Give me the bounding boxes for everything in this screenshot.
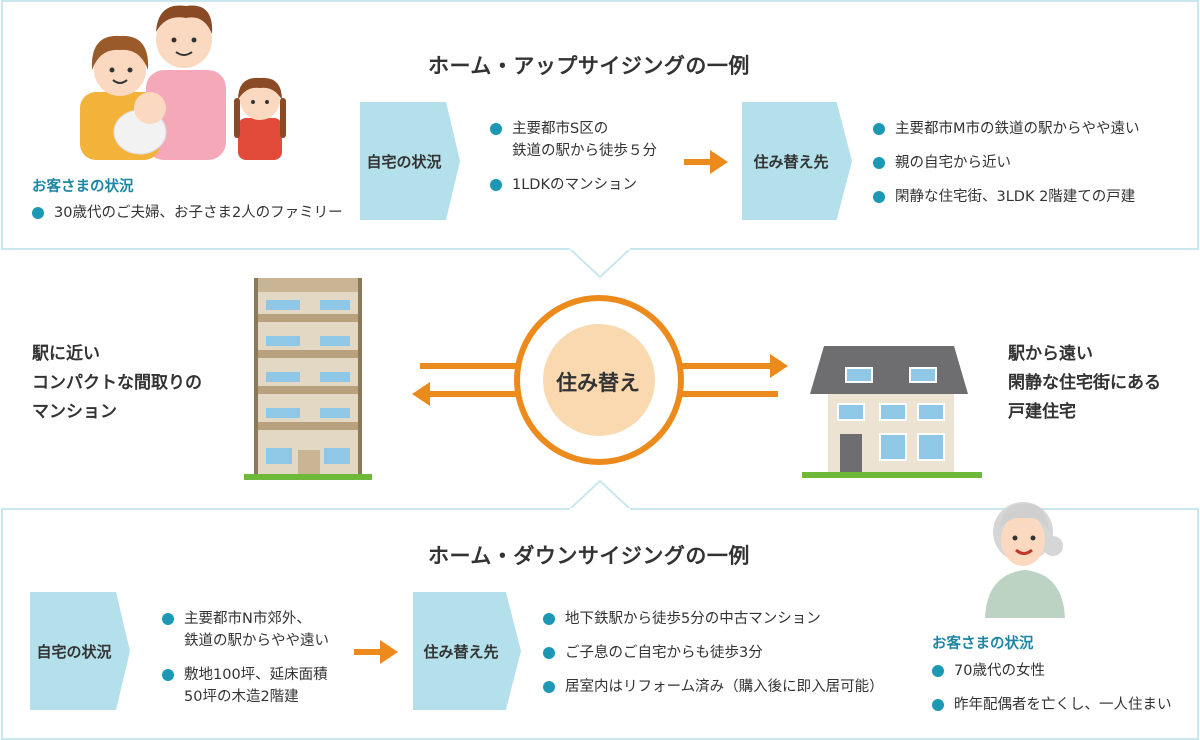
right-property-label: 駅から遠い 閑静な住宅街にある 戸建住宅	[1008, 344, 1161, 422]
list-item: 地下鉄駅から徒歩5分の中古マンション	[543, 608, 884, 630]
house-icon	[802, 346, 982, 478]
upsizing-current-chevron: 自宅の状況	[360, 102, 460, 220]
list-item: 1LDKのマンション	[490, 174, 657, 196]
list-item: 親の自宅から近い	[873, 152, 1140, 174]
bullet-icon	[932, 699, 944, 711]
bullet-icon	[490, 179, 502, 191]
center-circle	[514, 295, 684, 465]
center-label: 住み替え	[556, 371, 640, 395]
bullet-icon	[490, 123, 502, 135]
list-item: 70歳代の女性	[932, 660, 1172, 682]
upsizing-current-list: 主要都市S区の 鉄道の駅から徒歩５分 1LDKのマンション	[490, 118, 657, 208]
left-arrow-icon	[412, 382, 778, 406]
upsizing-customer-title: お客さまの状況	[32, 179, 134, 195]
list-item: 主要都市N市郊外、 鉄道の駅からやや遠い	[162, 608, 329, 652]
list-item: ご子息のご自宅からも徒歩3分	[543, 642, 884, 664]
downsizing-panel	[1, 508, 1199, 740]
bullet-icon	[543, 613, 555, 625]
list-item: 閑静な住宅街、3LDK 2階建ての戸建	[873, 186, 1140, 208]
list-item: 昨年配偶者を亡くし、一人住まい	[932, 694, 1172, 716]
downsizing-customer-title: お客さまの状況	[932, 636, 1034, 652]
bullet-icon	[873, 123, 885, 135]
elderly-woman-illustration	[985, 502, 1065, 618]
bullet-icon	[162, 669, 174, 681]
upsizing-destination-list: 主要都市M市の鉄道の駅からやや遠い 親の自宅から近い 閑静な住宅街、3LDK 2…	[873, 118, 1140, 220]
upsizing-title: ホーム・アップサイジングの一例	[428, 54, 750, 78]
bullet-icon	[543, 647, 555, 659]
bullet-icon	[932, 665, 944, 677]
bullet-icon	[543, 681, 555, 693]
downsizing-destination-chevron: 住み替え先	[413, 592, 521, 710]
downsizing-current-chevron: 自宅の状況	[30, 592, 130, 710]
downsizing-customer-list: 70歳代の女性 昨年配偶者を亡くし、一人住まい	[932, 660, 1172, 728]
bullet-icon	[162, 613, 174, 625]
apartment-building-icon	[244, 278, 372, 480]
top-panel-notch	[570, 247, 630, 279]
family-illustration	[80, 5, 286, 160]
upsizing-arrow-icon	[684, 150, 728, 174]
bullet-icon	[32, 207, 44, 219]
downsizing-destination-list: 地下鉄駅から徒歩5分の中古マンション ご子息のご自宅からも徒歩3分 居室内はリフ…	[543, 608, 884, 710]
downsizing-title: ホーム・ダウンサイジングの一例	[428, 544, 750, 568]
list-item: 主要都市S区の 鉄道の駅から徒歩５分	[490, 118, 657, 162]
list-item: 主要都市M市の鉄道の駅からやや遠い	[873, 118, 1140, 140]
list-item: 敷地100坪、延床面積 50坪の木造2階建	[162, 664, 329, 708]
list-item: 30歳代のご夫婦、お子さま2人のファミリー	[32, 202, 343, 224]
list-item: 居室内はリフォーム済み（購入後に即入居可能）	[543, 676, 884, 698]
bottom-panel-notch	[570, 480, 630, 511]
upsizing-customer-list: 30歳代のご夫婦、お子さま2人のファミリー	[32, 202, 343, 236]
downsizing-arrow-icon	[354, 640, 398, 664]
left-property-label: 駅に近い コンパクトな間取りの マンション	[32, 344, 202, 422]
downsizing-current-list: 主要都市N市郊外、 鉄道の駅からやや遠い 敷地100坪、延床面積 50坪の木造2…	[162, 608, 329, 720]
bullet-icon	[873, 191, 885, 203]
bullet-icon	[873, 157, 885, 169]
upsizing-destination-chevron: 住み替え先	[742, 102, 852, 220]
right-arrow-icon	[420, 354, 788, 378]
